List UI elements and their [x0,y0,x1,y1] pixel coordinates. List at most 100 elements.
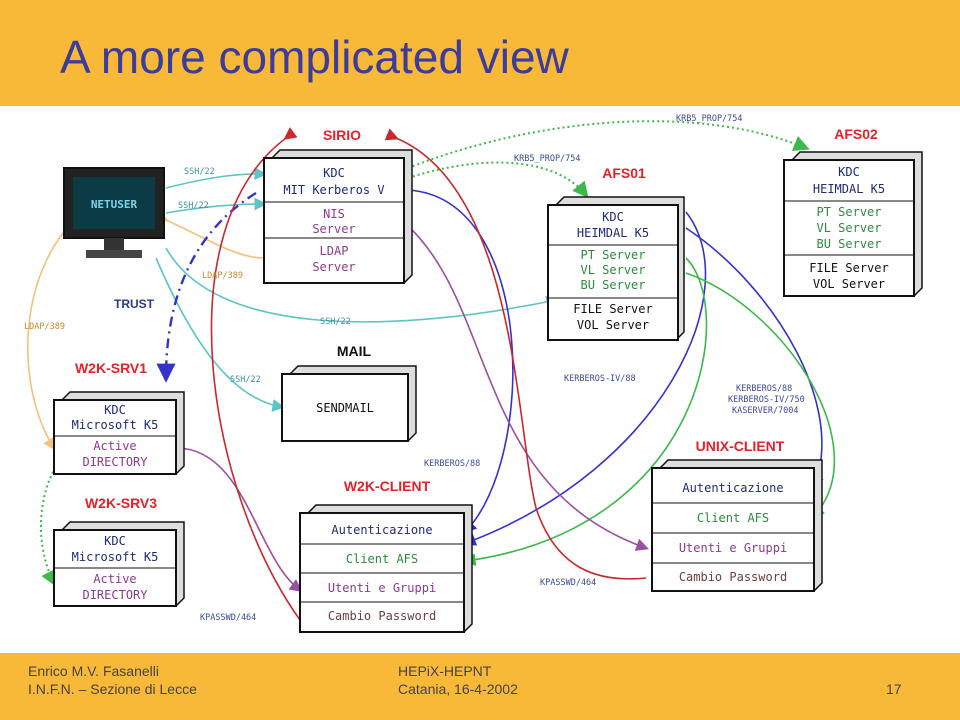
row-text: HEIMDAL K5 [813,182,885,196]
label-kerberos: KERBEROS/88 [736,384,792,394]
footer-affiliation: I.N.F.N. – Sezione di Lecce [28,681,197,697]
row-text: Server [312,222,355,236]
ssh-line-sirio [165,197,268,214]
red-line-sirio-unixclient [384,128,647,580]
row-text: KDC [323,166,345,180]
row-text: Cambio Password [679,570,787,584]
row-text: FILE Server [809,261,888,275]
row-text: Autenticazione [331,523,432,537]
row-text: VOL Server [577,318,649,332]
node-afs02: AFS02 KDC HEIMDAL K5 PT Server VL Server… [783,126,923,297]
row-text: LDAP [320,244,349,258]
footer-event: HEPiX-HEPNT [398,663,492,679]
red-line-sirio-w2kclient [210,127,301,621]
replication-line [40,462,59,587]
footer-author: Enrico M.V. Fasanelli [28,663,159,679]
row-text: Utenti e Gruppi [328,581,436,595]
ssh-line-afs01 [165,247,560,323]
node-w2k-client: W2K-CLIENT Autenticazione Client AFS Ute… [299,478,473,633]
row-text: Autenticazione [682,481,783,495]
row-text: Server [312,260,355,274]
row-text: KDC [838,165,860,179]
node-sirio: SIRIO KDC MIT Kerberos V NIS Server LDAP… [263,127,413,284]
label-krb5-prop: KRB5_PROP/754 [514,154,581,164]
node-name: W2K-SRV3 [85,495,157,511]
row-text: PT Server [816,205,881,219]
workstation-screen-text: NETUSER [91,198,138,211]
row-text: Client AFS [346,552,418,566]
krb-line-sirio-w2kclient [407,189,514,534]
page-number: 17 [886,681,902,697]
row-text: Client AFS [697,511,769,525]
label-ldap: LDAP/389 [24,322,65,332]
network-diagram: NETUSER SIRIO KDC MIT Kerberos V NIS Ser… [24,114,923,633]
node-name: AFS02 [834,126,878,142]
row-text: NIS [323,207,345,221]
slide-title: A more complicated view [60,31,569,83]
node-afs01: AFS01 KDC HEIMDAL K5 PT Server VL Server… [547,165,685,341]
row-text: VL Server [580,263,645,277]
row-text: PT Server [580,248,645,262]
row-text: VOL Server [813,277,885,291]
node-name: UNIX-CLIENT [696,438,785,454]
label-kpasswd: KPASSWD/464 [540,578,596,588]
node-name: W2K-CLIENT [344,478,431,494]
node-name: AFS01 [602,165,646,181]
krb5-prop-line-afs02 [407,120,810,169]
row-text: MIT Kerberos V [283,183,384,197]
label-kpasswd: KPASSWD/464 [200,613,256,623]
row-text: SENDMAIL [316,401,374,415]
node-mail: MAIL SENDMAIL [281,343,417,442]
row-text: BU Server [816,237,881,251]
edge-labels: SSH/22 SSH/22 LDAP/389 LDAP/389 TRUST SS… [24,114,805,623]
node-unix-client: UNIX-CLIENT Autenticazione Client AFS Ut… [651,438,823,592]
row-text: FILE Server [573,302,652,316]
ssh-line-sirio-top [165,167,268,189]
row-text: Utenti e Gruppi [679,541,787,555]
row-text: DIRECTORY [82,588,148,602]
node-w2k-srv3: W2K-SRV3 KDC Microsoft K5 Active DIRECTO… [53,495,185,607]
node-name: SIRIO [323,127,361,143]
row-text: DIRECTORY [82,455,148,469]
label-krb5-prop: KRB5_PROP/754 [676,114,743,124]
trust-line [156,191,257,383]
row-text: Microsoft K5 [72,550,159,564]
label-ssh: SSH/22 [184,167,215,177]
footer-band [0,653,960,720]
node-name: MAIL [337,343,372,359]
row-text: VL Server [816,221,881,235]
row-text: KDC [602,210,624,224]
label-ssh: SSH/22 [178,201,209,211]
purple-line-w2ksrv1-w2kclient [175,447,303,592]
krb-line-afs01-w2kclient [463,211,707,546]
workstation: NETUSER [63,167,165,258]
ssh-line-mail [155,257,286,412]
ldap-line-workstation [154,210,265,259]
label-ssh: SSH/22 [230,375,261,385]
label-kerberos-iv: KERBEROS-IV/88 [564,374,636,384]
krb-line-afs01-unixclient [685,227,824,489]
label-ldap: LDAP/389 [202,271,243,281]
label-kaserver: KASERVER/7004 [732,406,799,416]
label-kerberos: KERBEROS/88 [424,459,480,469]
row-text: BU Server [580,278,645,292]
row-text: Active [93,572,136,586]
ldap-line-w2ksrv1 [27,217,77,451]
label-ssh: SSH/22 [320,317,351,327]
connections [27,120,836,621]
row-text: HEIMDAL K5 [577,226,649,240]
krb5-prop-line-afs01 [407,161,589,199]
row-text: Active [93,439,136,453]
node-w2k-srv1: W2K-SRV1 KDC Microsoft K5 Active DIRECTO… [53,360,185,475]
afs-line-unixclient [685,272,836,519]
label-kerberos-iv: KERBEROS-IV/750 [728,395,805,405]
afs-line-w2kclient [462,257,708,567]
footer-place-date: Catania, 16-4-2002 [398,681,518,697]
label-trust: TRUST [114,297,155,311]
row-text: Microsoft K5 [72,418,159,432]
node-name: W2K-SRV1 [75,360,147,376]
row-text: Cambio Password [328,609,436,623]
purple-line-sirio-unixclient [407,225,650,551]
row-text: KDC [104,534,126,548]
row-text: KDC [104,403,126,417]
